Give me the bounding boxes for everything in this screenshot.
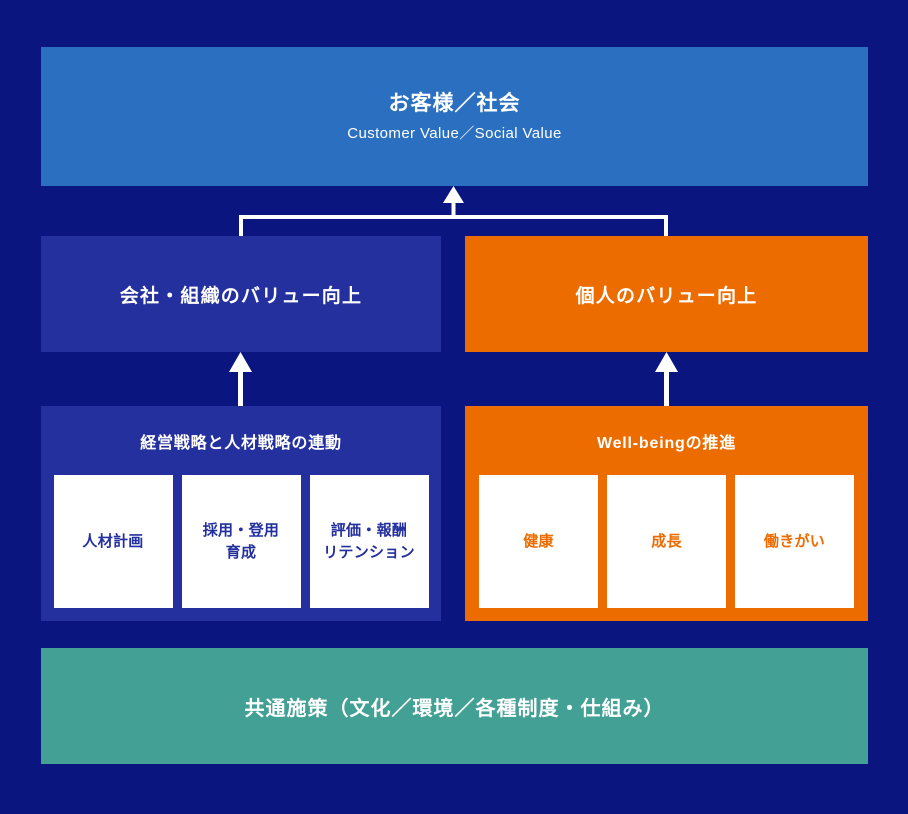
card-health-label: 健康 [523,532,554,550]
customer-social-value-title-en: Customer Value／Social Value [347,124,562,142]
card-job-satisfaction[interactable]: 働きがい [735,475,854,609]
wellbeing-promotion-title: Well-beingの推進 [597,435,736,452]
value-improvement-row: 会社・組織のバリュー向上 個人のバリュー向上 [41,236,868,352]
individual-value-label: 個人のバリュー向上 [575,285,758,307]
group-to-value-arrows [229,352,678,406]
right-group-arrow-up [655,352,678,406]
customer-social-value-title-jp: お客様／社会 [388,91,521,115]
card-job-satisfaction-label: 働きがい [763,532,826,550]
strategy-group-row: 経営戦略と人材戦略の連動 人材計画 採用・登用 育成 評価・報酬 リテンション … [41,406,868,621]
management-hr-strategy-cards: 人材計画 採用・登用 育成 評価・報酬 リテンション [53,475,429,609]
card-hr-planning[interactable]: 人材計画 [53,475,173,609]
management-hr-strategy-group: 経営戦略と人材戦略の連動 人材計画 採用・登用 育成 評価・報酬 リテンション [41,406,441,621]
card-growth-label: 成長 [651,532,682,550]
card-recruitment-development-label: 採用・登用 育成 [202,521,280,561]
card-health[interactable]: 健康 [479,475,598,609]
management-hr-strategy-title: 経営戦略と人材戦略の連動 [140,435,342,452]
wellbeing-promotion-group: Well-beingの推進 健康 成長 働きがい [465,406,868,621]
card-evaluation-retention[interactable]: 評価・報酬 リテンション [309,475,429,609]
wellbeing-promotion-cards: 健康 成長 働きがい [479,475,854,609]
common-measures-band: 共通施策（文化／環境／各種制度・仕組み） [41,648,868,764]
card-recruitment-development[interactable]: 採用・登用 育成 [181,475,301,609]
customer-social-value-box: お客様／社会 Customer Value／Social Value [41,47,868,186]
company-value-box: 会社・組織のバリュー向上 [41,236,441,352]
left-group-arrow-up [229,352,252,406]
common-measures-label: 共通施策（文化／環境／各種制度・仕組み） [244,697,665,720]
company-value-label: 会社・組織のバリュー向上 [119,285,363,307]
card-evaluation-retention-label: 評価・報酬 リテンション [323,521,415,561]
individual-value-box: 個人のバリュー向上 [465,236,868,352]
merge-arrow-up-connector [239,186,668,236]
card-growth[interactable]: 成長 [607,475,726,609]
card-hr-planning-label: 人材計画 [82,532,144,550]
